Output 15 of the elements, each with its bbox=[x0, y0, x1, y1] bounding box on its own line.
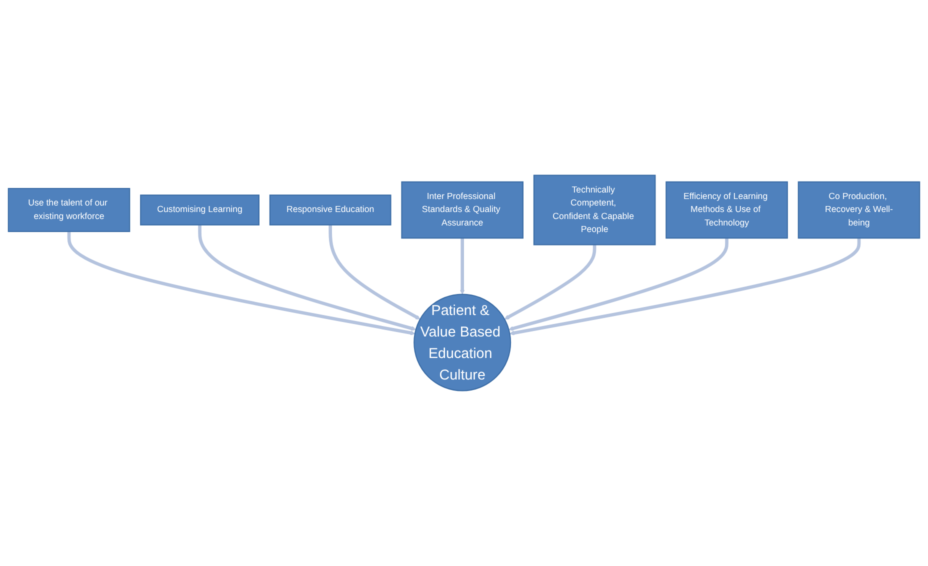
arrow bbox=[67, 232, 416, 336]
arrow bbox=[508, 238, 728, 331]
arrow bbox=[328, 224, 420, 320]
node-circle: Patient & Value Based Education Culture bbox=[414, 294, 512, 392]
node-box: Customising Learning bbox=[140, 194, 260, 226]
node-box: Inter Professional Standards & Quality Assurance bbox=[401, 181, 524, 239]
arrow bbox=[198, 224, 416, 331]
arrow bbox=[460, 238, 465, 295]
arrow bbox=[504, 244, 596, 320]
node-box: Co Production, Recovery & Well-being bbox=[798, 181, 920, 239]
node-box: Efficiency of Learning Methods & Use of Technology bbox=[666, 181, 788, 239]
node-box: Technically Competent, Confident & Capable People bbox=[533, 174, 656, 246]
arrow bbox=[510, 238, 861, 336]
node-box: Use the talent of our existing workforce bbox=[8, 188, 130, 232]
node-box: Responsive Education bbox=[269, 194, 392, 226]
